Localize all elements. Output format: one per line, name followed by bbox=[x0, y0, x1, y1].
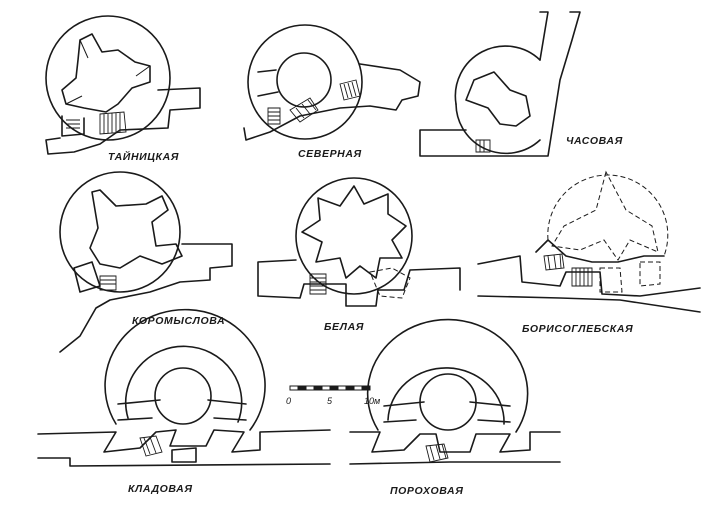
plan-chasovaya: ЧАСОВАЯ bbox=[419, 11, 623, 157]
plan-tainitskaya: ТАЙНИЦКАЯ bbox=[45, 15, 201, 163]
tower-label: КЛАДОВАЯ bbox=[128, 483, 193, 495]
scale-bar: 0 5 10м bbox=[286, 385, 380, 406]
tower-label: БОРИСОГЛЕБСКАЯ bbox=[522, 323, 633, 335]
scale-tick-label: 0 bbox=[286, 396, 291, 406]
plan-kladovaya: КЛАДОВАЯ bbox=[37, 308, 331, 495]
tower-label: СЕВЕРНАЯ bbox=[298, 148, 362, 160]
plan-borisoglebskaya: БОРИСОГЛЕБСКАЯ bbox=[477, 170, 701, 335]
scale-tick-label: 5 bbox=[327, 396, 333, 406]
tower-label: КОРОМЫСЛОВА bbox=[132, 315, 225, 327]
tower-label: ПОРОХОВАЯ bbox=[390, 485, 463, 497]
tower-label: БЕЛАЯ bbox=[324, 321, 364, 333]
plan-belaya: БЕЛАЯ bbox=[257, 177, 461, 333]
scale-tick-label: 10м bbox=[364, 396, 380, 406]
tower-label: ТАЙНИЦКАЯ bbox=[108, 150, 179, 163]
tower-label: ЧАСОВАЯ bbox=[566, 135, 623, 147]
plan-severnaya: СЕВЕРНАЯ bbox=[243, 24, 421, 160]
plan-porokhovaya: ПОРОХОВАЯ bbox=[349, 318, 561, 497]
plan-koromyslova: КОРОМЫСЛОВА bbox=[59, 171, 233, 353]
